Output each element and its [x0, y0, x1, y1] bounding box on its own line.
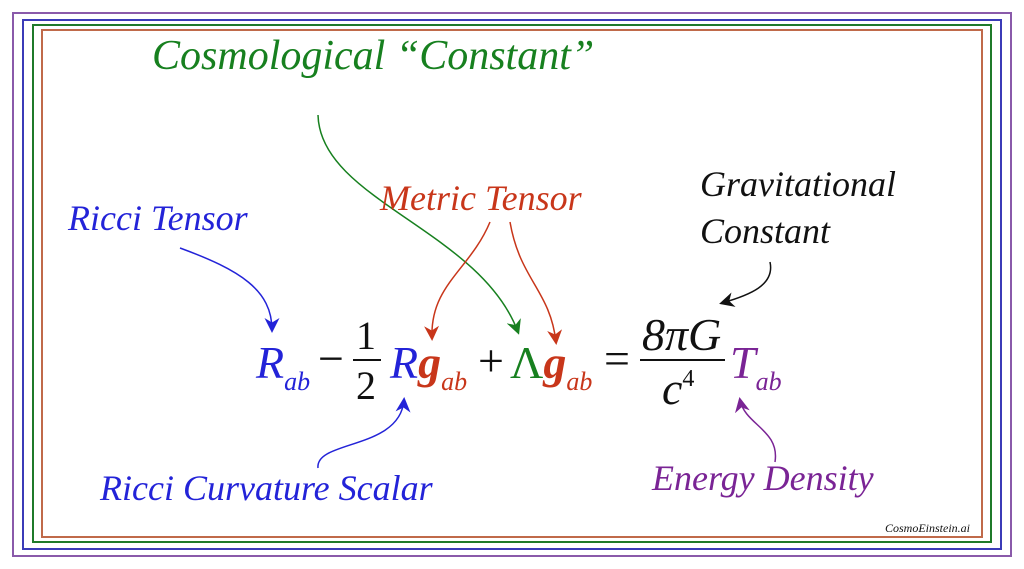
label-constant: Constant — [700, 211, 831, 251]
lambda-metric: Λgab — [510, 337, 593, 396]
arrow-ricci-scalar — [317, 397, 411, 469]
minus-sign: − — [318, 333, 344, 384]
label-metric-tensor: Metric Tensor — [380, 178, 582, 218]
label-energy-density: Energy Density — [652, 458, 874, 498]
border-purple — [12, 12, 1012, 557]
border-green — [32, 24, 992, 543]
ricci-tensor-symbol: Rab — [256, 337, 311, 396]
watermark: CosmoEinstein.ai — [885, 521, 971, 535]
arrow-metric-1 — [424, 221, 491, 341]
border-blue — [22, 19, 1002, 550]
energy-tensor-symbol: Tab — [730, 337, 782, 396]
denominator-two: 2 — [356, 363, 376, 408]
label-cosmological-constant: Cosmological “Constant” — [152, 33, 595, 79]
arrow-metric-2 — [509, 221, 563, 345]
equals-sign: = — [604, 333, 630, 384]
border-orange — [41, 29, 983, 538]
arrow-ricci-tensor — [179, 247, 280, 333]
denominator-c4: c4 — [662, 363, 695, 414]
plus-sign: + — [478, 335, 504, 386]
arrow-cosmological — [317, 114, 521, 335]
arrow-grav — [719, 261, 772, 307]
ricci-scalar-symbol: Rgab — [390, 337, 468, 396]
numerator-one: 1 — [356, 313, 376, 358]
label-gravitational: Gravitational — [700, 164, 896, 204]
label-ricci-tensor: Ricci Tensor — [68, 198, 248, 238]
numerator-8piG: 8πG — [642, 309, 722, 360]
arrow-energy — [735, 397, 777, 463]
label-ricci-scalar: Ricci Curvature Scalar — [100, 468, 433, 508]
